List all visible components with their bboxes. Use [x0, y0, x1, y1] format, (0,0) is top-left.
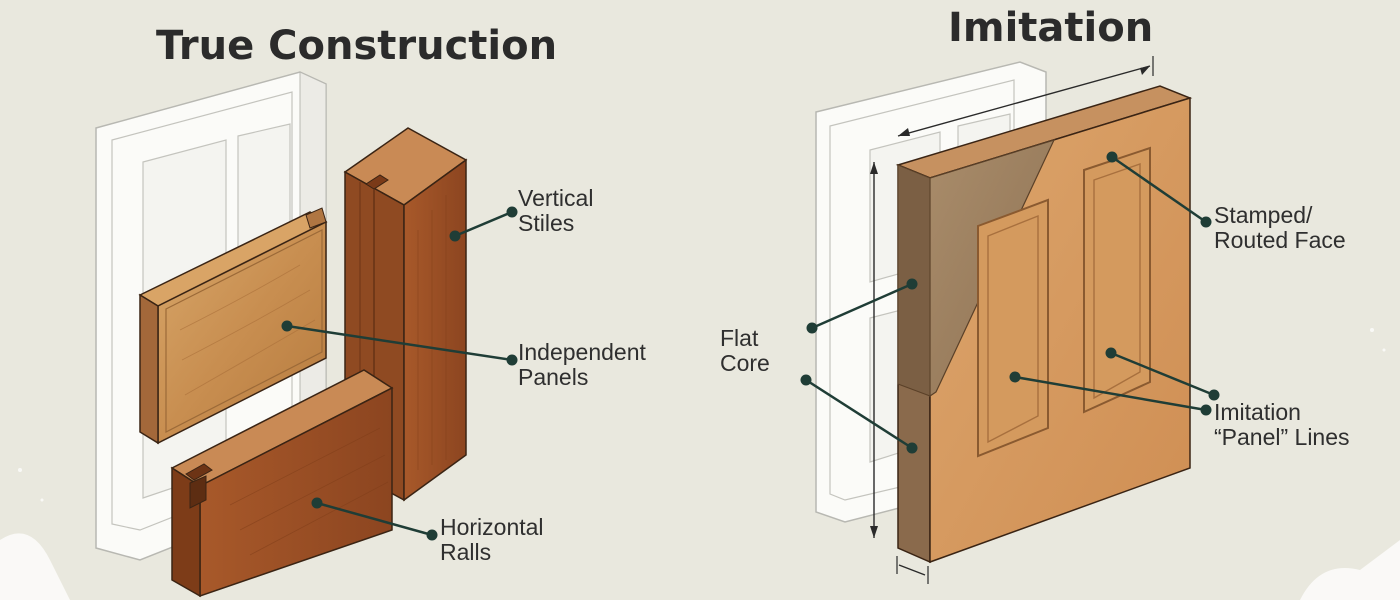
- label-line: Panels: [518, 364, 589, 390]
- title-true-construction: True Construction: [156, 23, 558, 69]
- label-line: Independent: [518, 339, 646, 365]
- label-line: Horizontal: [440, 514, 544, 540]
- horizontal-rail: [170, 369, 394, 598]
- label-imitation-panel-lines: Imitation “Panel” Lines: [1214, 400, 1350, 450]
- independent-panel: [138, 207, 328, 445]
- label-line: Ralls: [440, 539, 492, 565]
- label-vertical-stiles: Vertical Stiles: [518, 186, 593, 236]
- title-imitation: Imitation: [948, 5, 1154, 51]
- label-line: Vertical: [518, 185, 594, 211]
- label-line: Stiles: [518, 210, 575, 236]
- leaders-left: [281, 206, 518, 541]
- true-construction-illustration: [95, 71, 518, 598]
- stamped-panels: [977, 146, 1151, 458]
- label-flat-core: Flat Core: [720, 326, 770, 376]
- label-independent-panels: Independent Panels: [518, 340, 646, 390]
- imitation-illustration: [800, 56, 1220, 584]
- label-stamped-face: Stamped/ Routed Face: [1214, 203, 1346, 253]
- dimension-lines: [870, 56, 1154, 584]
- label-line: Stamped/: [1214, 202, 1313, 228]
- label-line: Flat: [720, 325, 759, 351]
- leaders-right: [800, 151, 1220, 454]
- label-line: “Panel” Lines: [1214, 424, 1350, 450]
- label-horizontal-rails: Horizontal Ralls: [440, 515, 544, 565]
- corner-texture: [0, 328, 1400, 600]
- label-line: Imitation: [1214, 399, 1301, 425]
- label-line: Routed Face: [1214, 227, 1346, 253]
- label-line: Core: [720, 350, 770, 376]
